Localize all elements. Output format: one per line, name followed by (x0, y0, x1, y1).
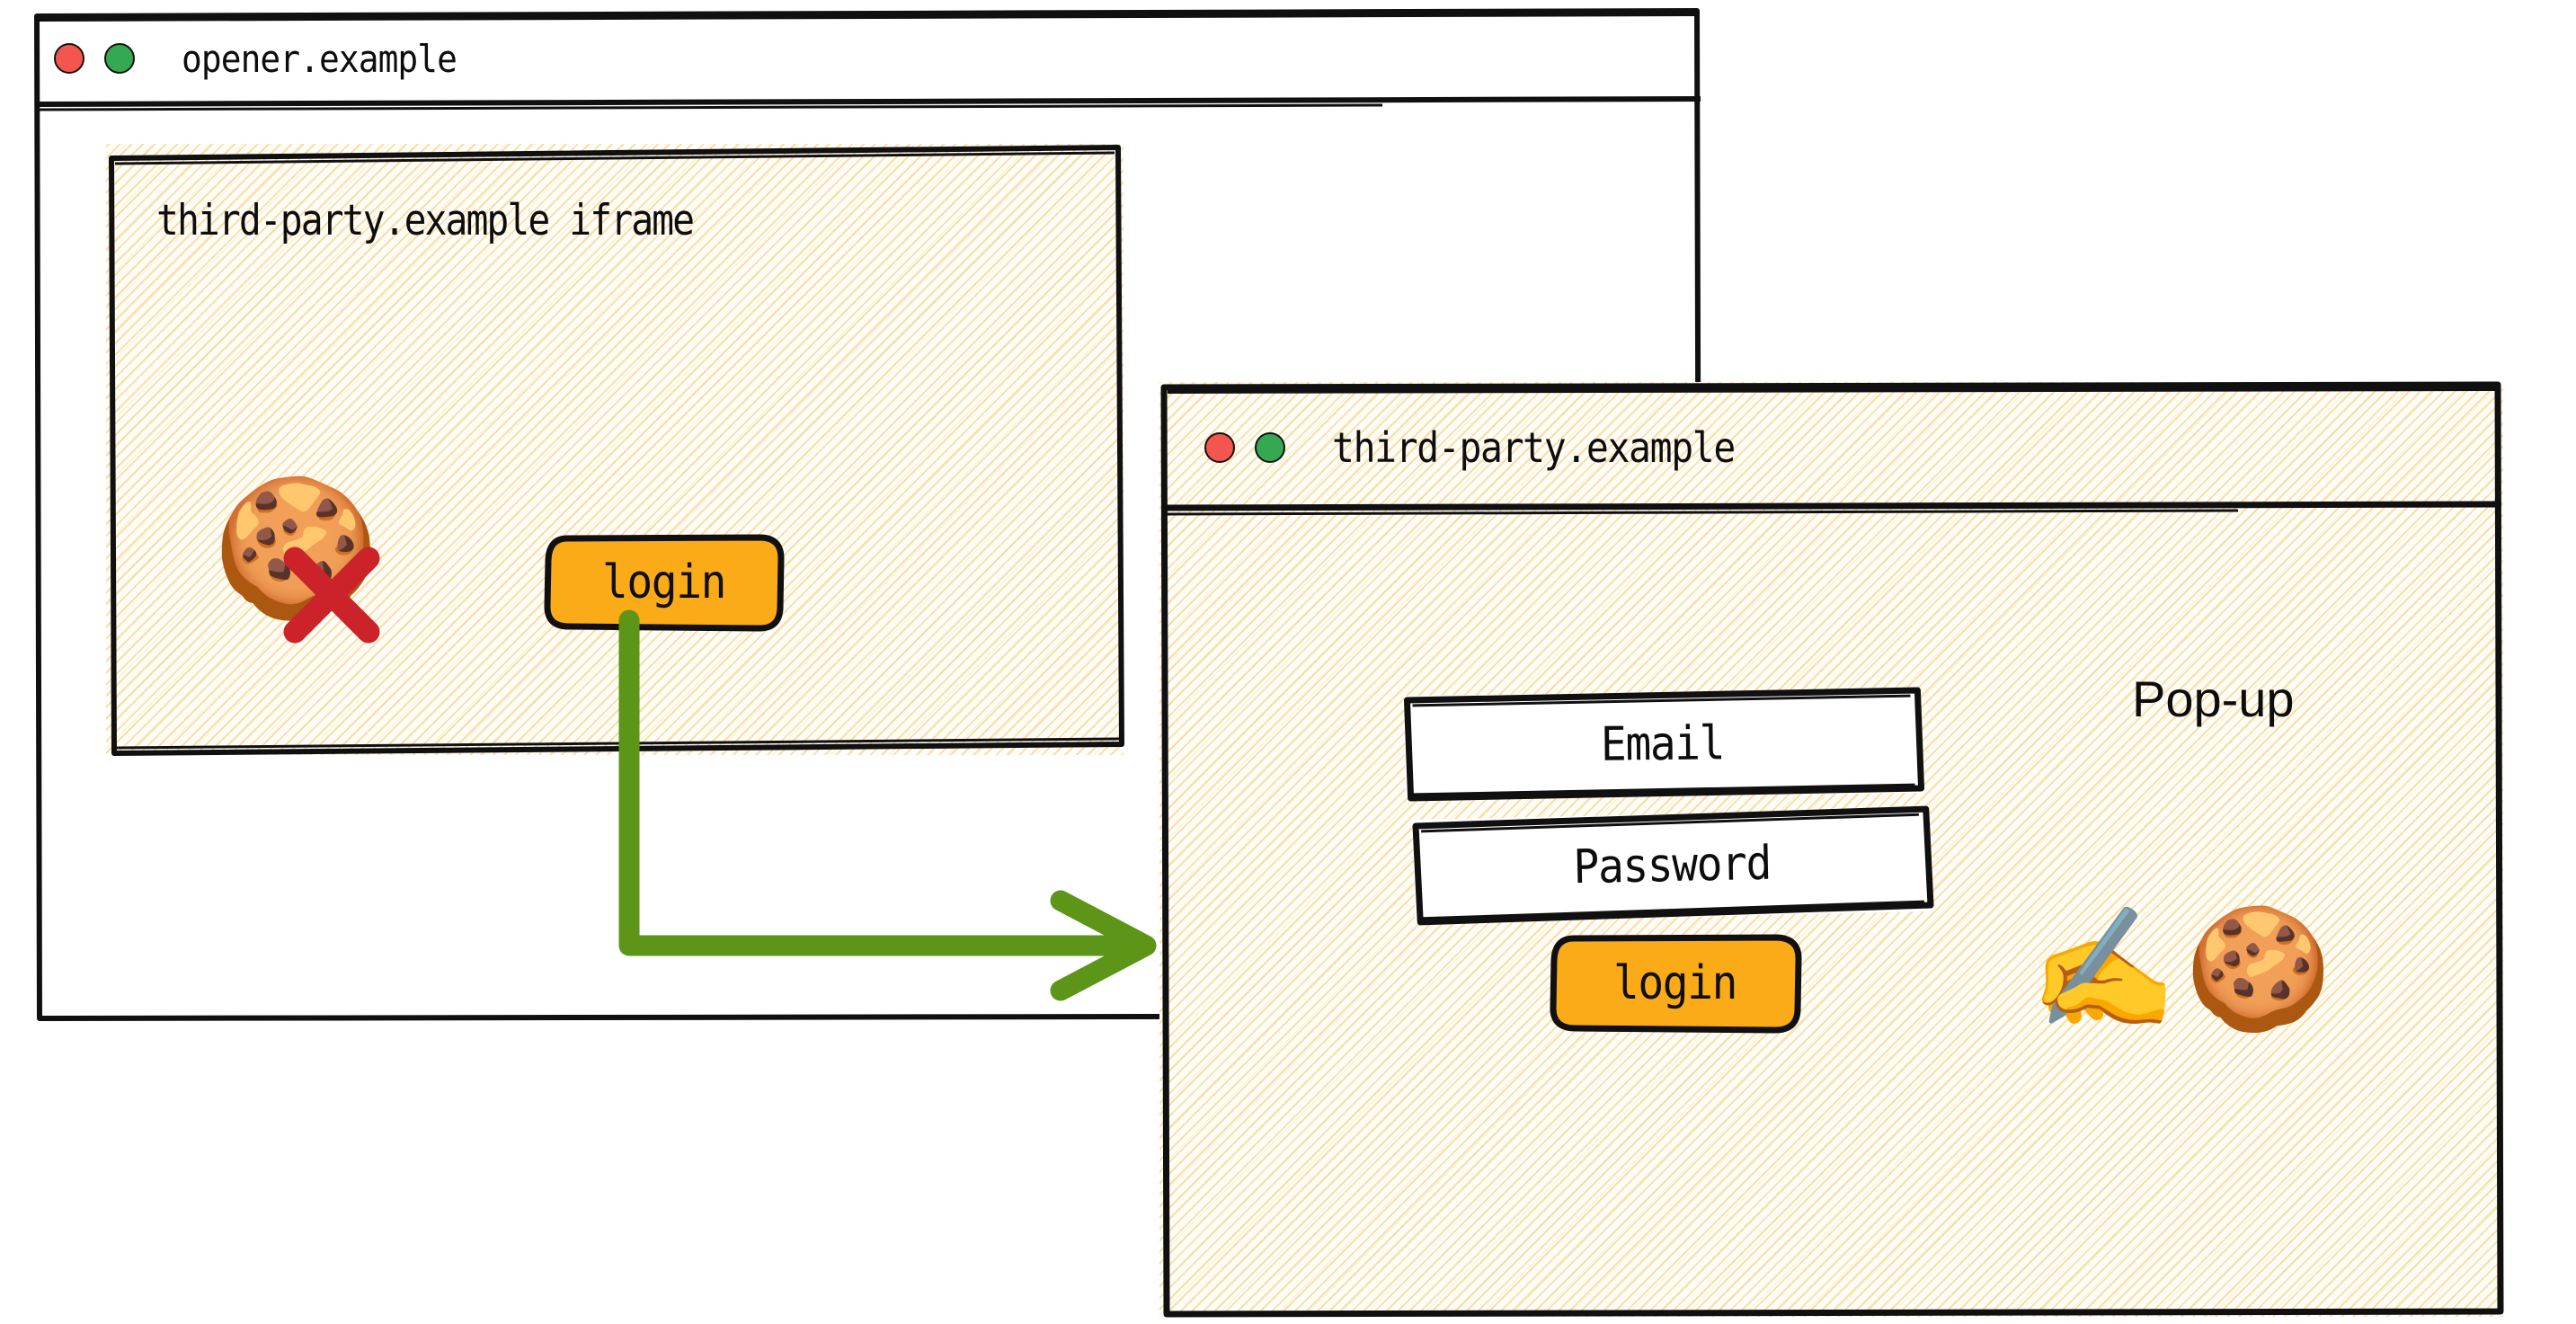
third-party-iframe: third-party.example iframe (106, 144, 1124, 756)
password-field[interactable]: Password (1410, 805, 1934, 926)
popup-window-titlebar: third-party.example (1159, 382, 2503, 512)
password-field-label: Password (1572, 836, 1772, 895)
cookie-icon: 🍪 (2184, 900, 2332, 1038)
popup-login-button-label: login (1613, 956, 1738, 1010)
iframe-label: third-party.example iframe (156, 196, 695, 245)
sign-in-icons: ✍️ 🍪 (2030, 910, 2332, 1028)
opener-window-titlebar: opener.example (34, 9, 1702, 108)
iframe-login-button-label: login (602, 555, 727, 609)
popup-window-title: third-party.example (1332, 422, 1736, 472)
opener-window-title: opener.example (182, 36, 457, 81)
iframe-login-button[interactable]: login (544, 533, 785, 632)
email-field[interactable]: Email (1401, 687, 1925, 802)
maximize-icon[interactable] (104, 43, 135, 74)
close-icon[interactable] (1204, 431, 1235, 463)
popup-window-controls (1204, 431, 1285, 463)
popup-login-button[interactable]: login (1549, 933, 1802, 1034)
close-icon[interactable] (54, 43, 84, 74)
red-x-icon (283, 546, 380, 644)
popup-annotation-label: Pop-up (2132, 671, 2295, 727)
opener-window-controls (54, 43, 135, 74)
writing-hand-icon: ✍️ (2030, 900, 2178, 1038)
maximize-icon[interactable] (1255, 431, 1285, 463)
email-field-label: Email (1601, 716, 1725, 772)
blocked-cookie-indicator: 🍪 (212, 481, 383, 652)
